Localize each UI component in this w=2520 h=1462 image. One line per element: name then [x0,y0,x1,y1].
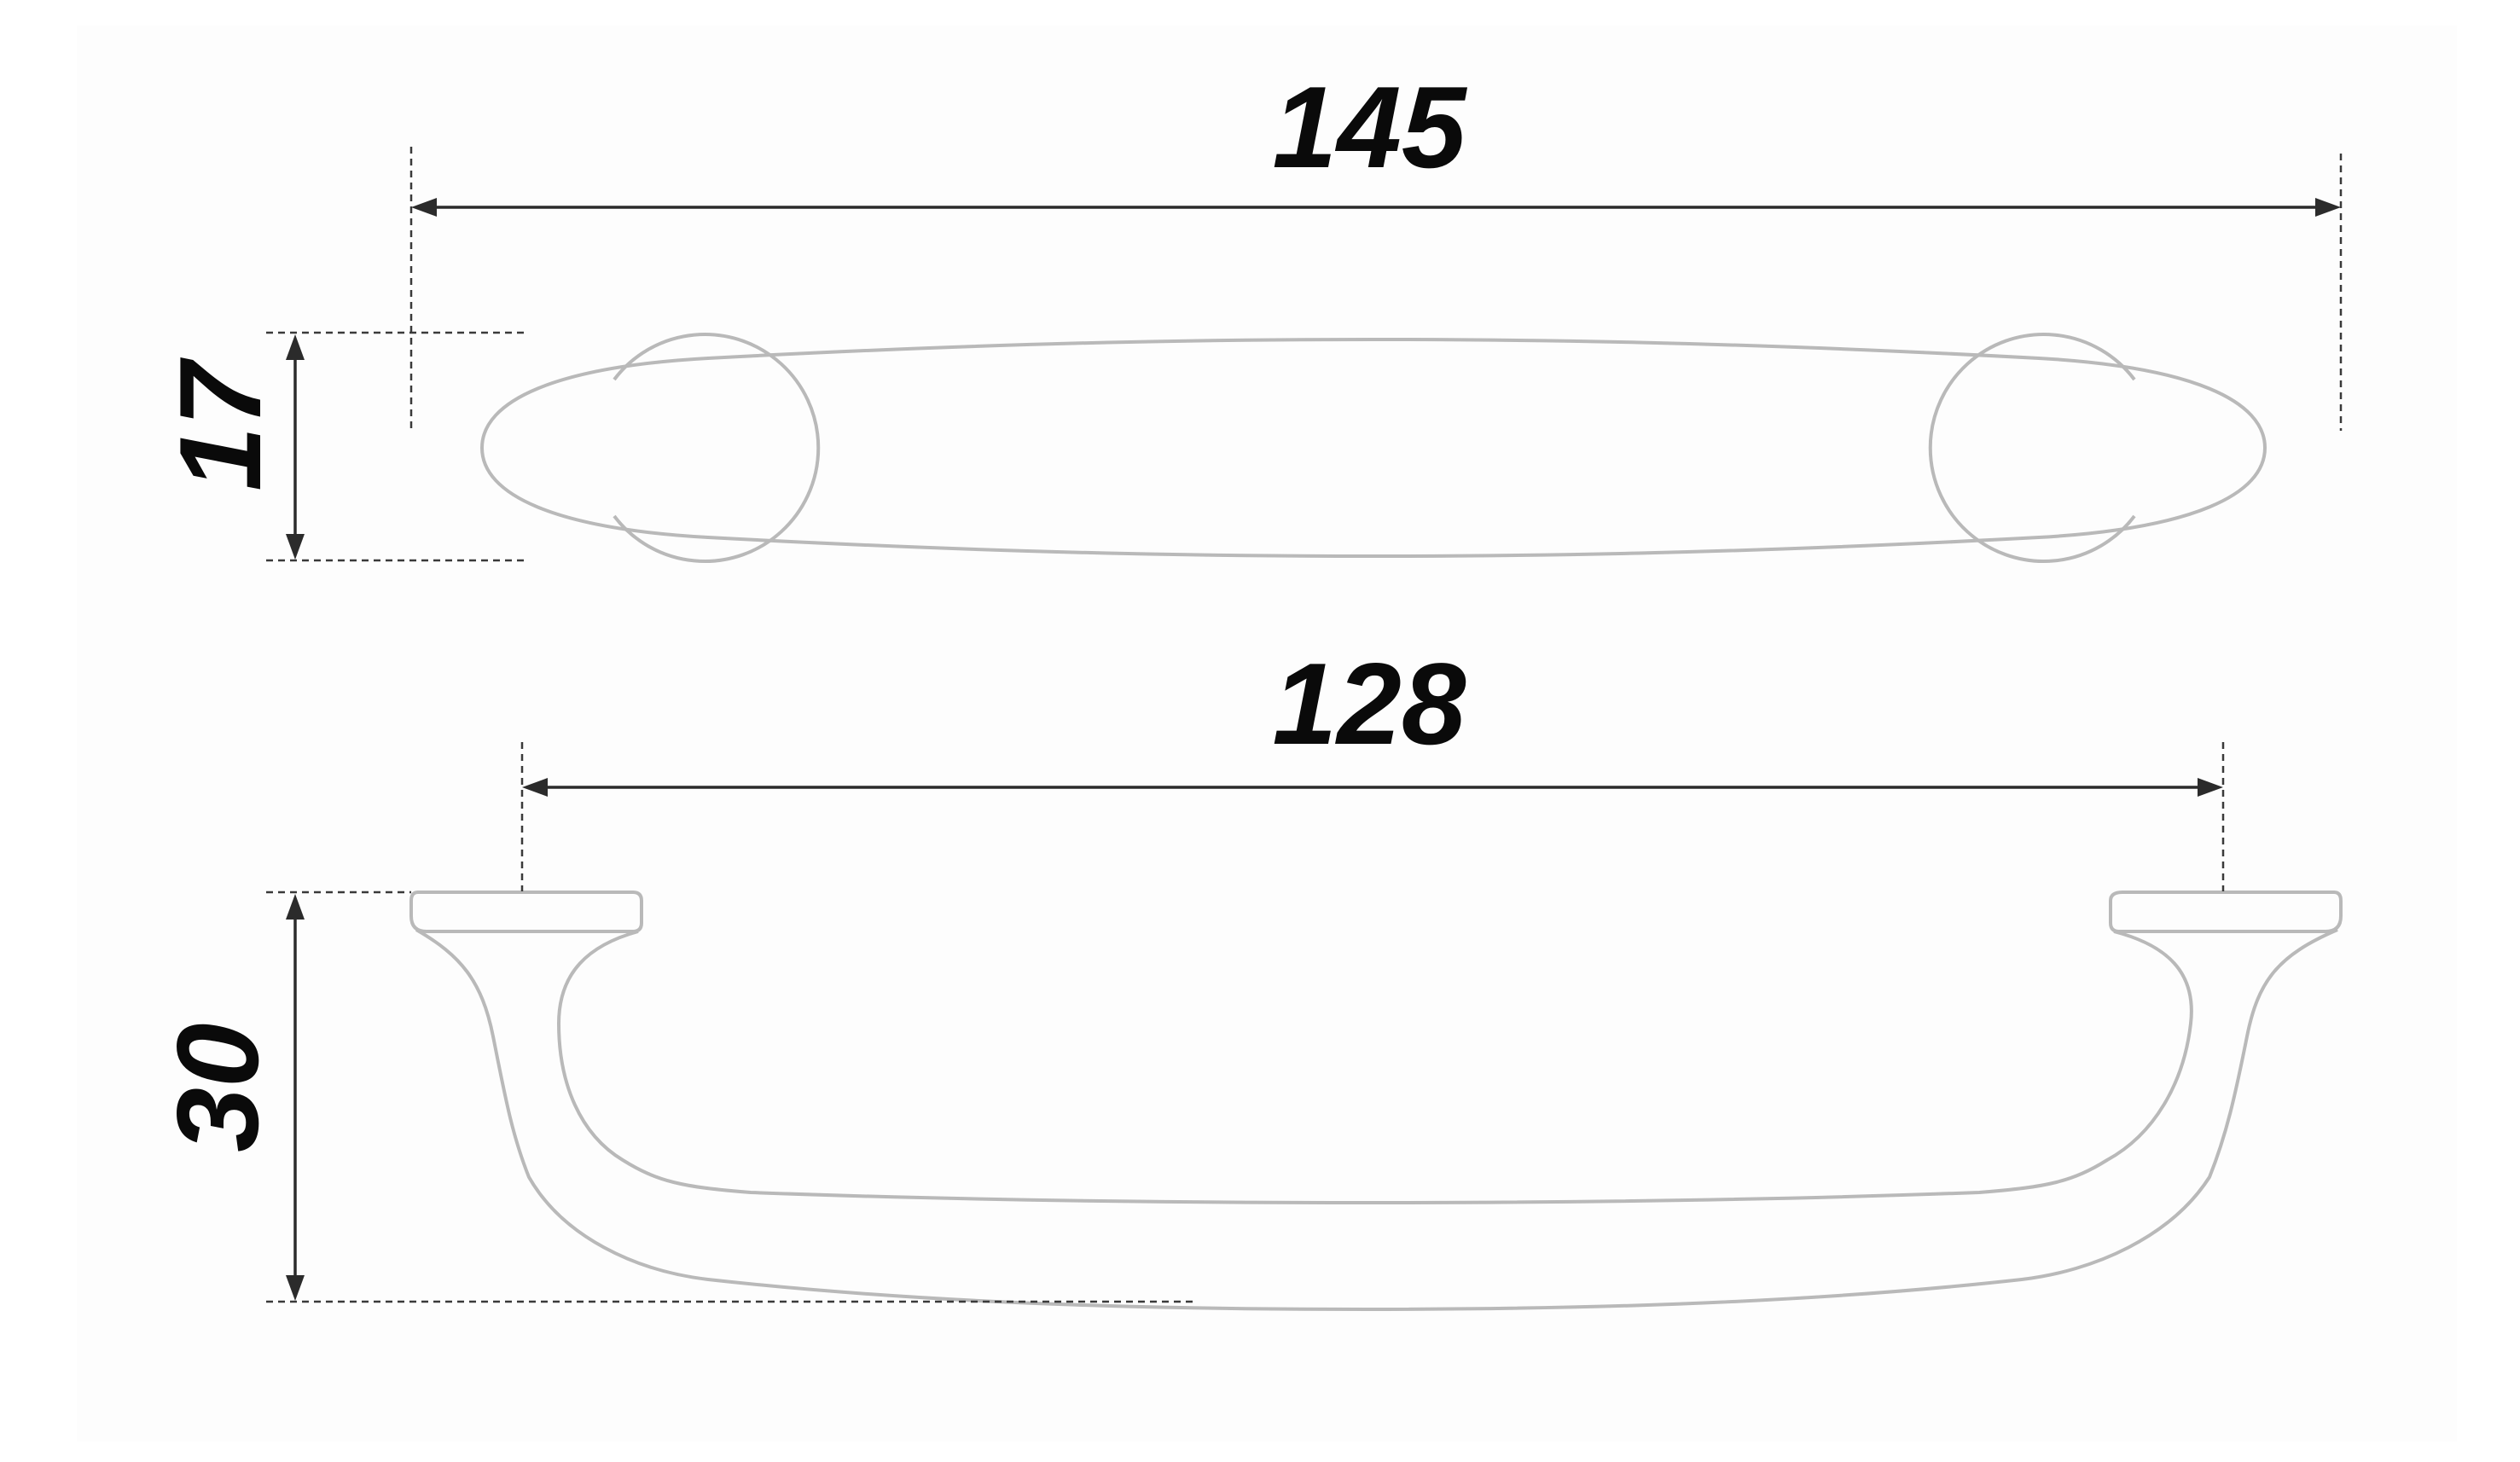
side-view-height-top-arrow [286,894,305,920]
top-view-height-top-arrow [286,334,305,360]
side-view-handle-profile [415,928,2338,1312]
side-view-right-foot [2109,891,2343,933]
top-view-grip-outline [479,337,2267,559]
top-view-height-bottom-arrow [286,534,305,560]
side-view-handle-inner-profile [556,930,2193,1205]
side-view-hole-spacing-label: 128 [1273,639,1466,769]
top-view-length-right-arrow [2315,198,2341,217]
side-view: 128 30 [153,639,2343,1312]
top-view-right-rose [1928,333,2136,563]
drawing-sheet [77,26,2457,1442]
side-view-height-bottom-arrow [286,1275,305,1301]
top-view: 145 17 [155,62,2343,563]
top-view-left-rose [613,333,821,563]
side-view-hole-spacing-right-arrow [2198,778,2223,797]
side-view-height-label: 30 [153,1023,282,1152]
top-view-length-left-arrow [411,198,437,217]
top-view-height-label: 17 [155,357,285,491]
top-view-length-label: 145 [1273,62,1468,192]
side-view-hole-spacing-left-arrow [522,778,548,797]
